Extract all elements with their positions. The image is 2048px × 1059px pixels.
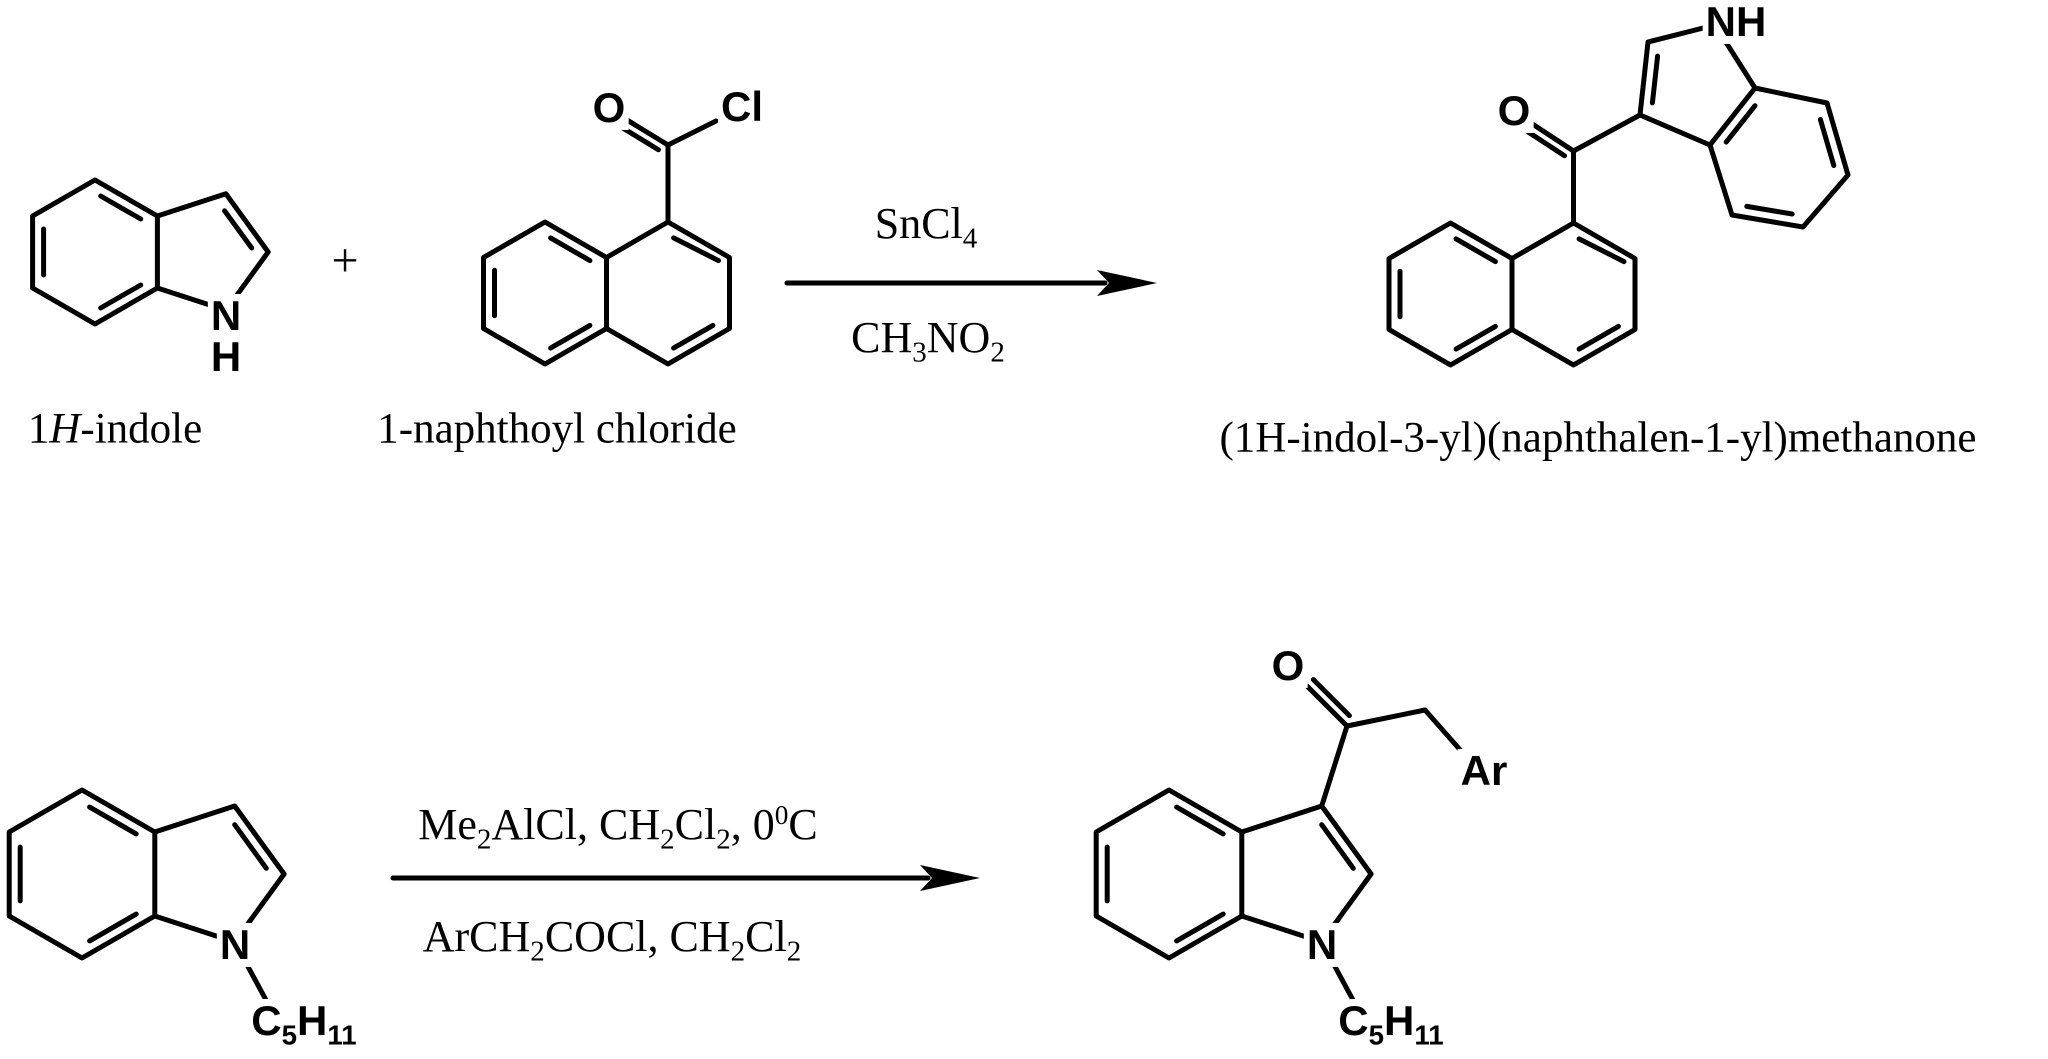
acyl-oxygen-label: O	[589, 85, 629, 131]
product2-oxygen-label: O	[1268, 643, 1308, 689]
product2-structure	[1093, 677, 1465, 1003]
indole-h-label: H	[207, 334, 245, 380]
pentylindole-structure	[6, 787, 287, 1003]
indole-n-label: N	[207, 293, 245, 339]
product1-nh-label: NH	[1702, 0, 1770, 45]
naphthoyl-chloride-structure	[481, 112, 732, 367]
product1-indole-structure	[1637, 22, 1851, 230]
reactant2-name: 1-naphthoyl chloride	[377, 405, 737, 453]
conditions2-below: ArCH2COCl, CH2Cl2	[422, 911, 802, 968]
reaction-arrow-2	[390, 865, 980, 891]
pentylindole-n-label: N	[216, 922, 254, 968]
indole-structure	[30, 177, 271, 327]
product2-chain-label: C5H11	[1335, 998, 1447, 1049]
product1-oxygen-label: O	[1494, 88, 1534, 134]
product1-naphthalene-structure	[1386, 112, 1643, 368]
product2-aryl-label: Ar	[1457, 748, 1511, 794]
chlorine-label: Cl	[718, 84, 766, 130]
reaction-arrow-1	[784, 270, 1157, 296]
product1-name: (1H-indol-3-yl)(naphthalen-1-yl)methanon…	[1219, 414, 1977, 462]
conditions1-above: SnCl4	[874, 198, 978, 255]
product2-n-label: N	[1303, 922, 1341, 968]
conditions1-below: CH3NO2	[851, 312, 1005, 369]
plus-sign: +	[331, 233, 359, 287]
reactant1-name: 1H-indole	[27, 405, 203, 453]
pentylindole-chain-label: C5H11	[248, 998, 360, 1049]
conditions2-above: Me2AlCl, CH2Cl2, 00C	[418, 799, 818, 856]
